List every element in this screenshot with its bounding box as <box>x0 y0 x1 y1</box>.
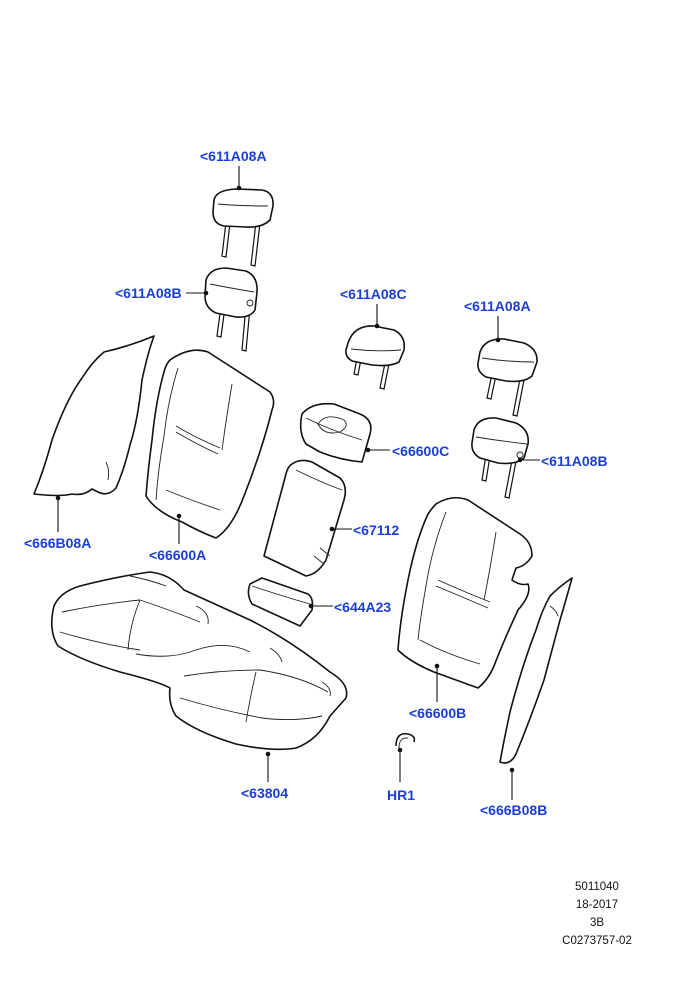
callout-armrest-cover: <66600C <box>392 443 450 459</box>
callout-armrest-pad: <644A23 <box>334 599 392 615</box>
callout-headrest-left-lower: <611A08B <box>115 285 182 301</box>
reference-date: 18-2017 <box>575 899 619 911</box>
headrest-left-upper <box>212 188 274 267</box>
leader-lines <box>55 166 540 800</box>
headrest-right-upper <box>477 338 538 417</box>
callout-headrest-right-upper: <611A08A <box>464 298 531 314</box>
callout-hog-ring: HR1 <box>387 787 416 803</box>
callout-headrest-left-upper: <611A08A <box>200 148 267 164</box>
callout-backrest-left: <66600A <box>149 547 207 563</box>
callout-bolster-left: <666B08A <box>24 535 92 551</box>
bolster-left <box>33 335 155 497</box>
armrest-cover <box>299 402 372 463</box>
callout-backrest-right: <66600B <box>409 705 467 721</box>
callout-headrest-center: <611A08C <box>340 286 407 302</box>
headrest-left-lower <box>204 267 258 352</box>
hog-ring <box>395 732 416 749</box>
reference-section: 3B <box>589 917 605 929</box>
callout-seat-cushion: <63804 <box>241 785 289 801</box>
backrest-right <box>397 496 533 689</box>
reference-number: 5011040 <box>575 881 619 893</box>
headrest-center <box>345 325 406 390</box>
seat-cushion <box>50 571 348 751</box>
callout-bolster-right: <666B08B <box>480 802 548 818</box>
callout-armrest: <67112 <box>353 522 400 538</box>
backrest-left <box>145 349 275 539</box>
callout-headrest-right-lower: <611A08B <box>541 453 608 469</box>
armrest-pad <box>247 577 314 627</box>
armrest <box>263 459 347 577</box>
bolster-right <box>499 577 573 764</box>
headrest-right-lower <box>471 417 530 499</box>
reference-code: C0273757-02 <box>562 935 632 947</box>
